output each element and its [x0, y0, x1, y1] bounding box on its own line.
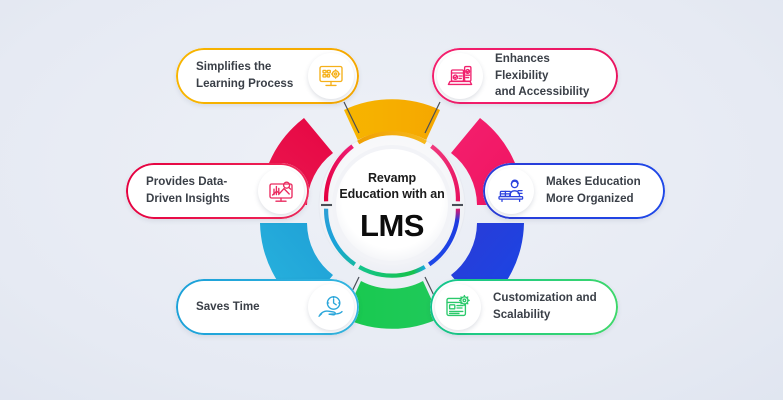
hub: [336, 149, 448, 261]
node-simplifies[interactable]: Simplifies the Learning Process: [176, 48, 359, 104]
arc-custom: [358, 265, 426, 278]
node-enhances[interactable]: Enhances Flexibility and Accessibility: [432, 48, 618, 104]
node-label-simplifies: Simplifies the Learning Process: [196, 60, 294, 90]
arc-saves: [323, 208, 357, 267]
hand-clock-icon: [308, 284, 354, 330]
laptop-checklist-icon: [437, 53, 483, 99]
arc-organized: [427, 208, 461, 267]
document-gear-icon: [435, 284, 481, 330]
node-organized[interactable]: Makes Education More Organized: [483, 163, 665, 219]
petal-custom: [344, 281, 440, 329]
node-label-insights: Provides Data- Driven Insights: [146, 175, 230, 205]
node-label-organized: Makes Education More Organized: [546, 175, 641, 205]
node-saves[interactable]: Saves Time: [176, 279, 359, 335]
node-label-custom: Customization and Scalability: [493, 291, 597, 321]
node-label-saves: Saves Time: [196, 299, 260, 313]
connector-enhances: [424, 101, 441, 134]
chart-monitor-icon: [258, 168, 304, 214]
petal-simplifies: [344, 99, 440, 147]
inner-ring-arcs: [323, 131, 461, 278]
node-insights[interactable]: Provides Data- Driven Insights: [126, 163, 309, 219]
radial-wheel: [241, 89, 543, 329]
arc-simplifies: [357, 131, 427, 145]
student-desk-icon: [488, 168, 534, 214]
node-label-enhances: Enhances Flexibility and Accessibility: [495, 51, 590, 99]
arc-enhances: [430, 144, 461, 202]
monitor-gear-icon: [308, 53, 354, 99]
node-custom[interactable]: Customization and Scalability: [430, 279, 618, 335]
connector-simplifies: [343, 101, 360, 134]
arc-insights: [323, 144, 354, 202]
